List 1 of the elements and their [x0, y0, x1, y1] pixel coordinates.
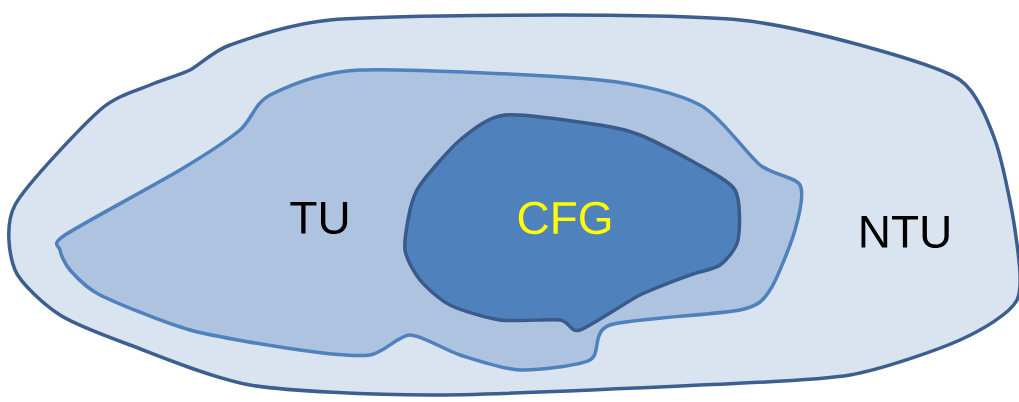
inner-region: CFG: [403, 113, 742, 333]
